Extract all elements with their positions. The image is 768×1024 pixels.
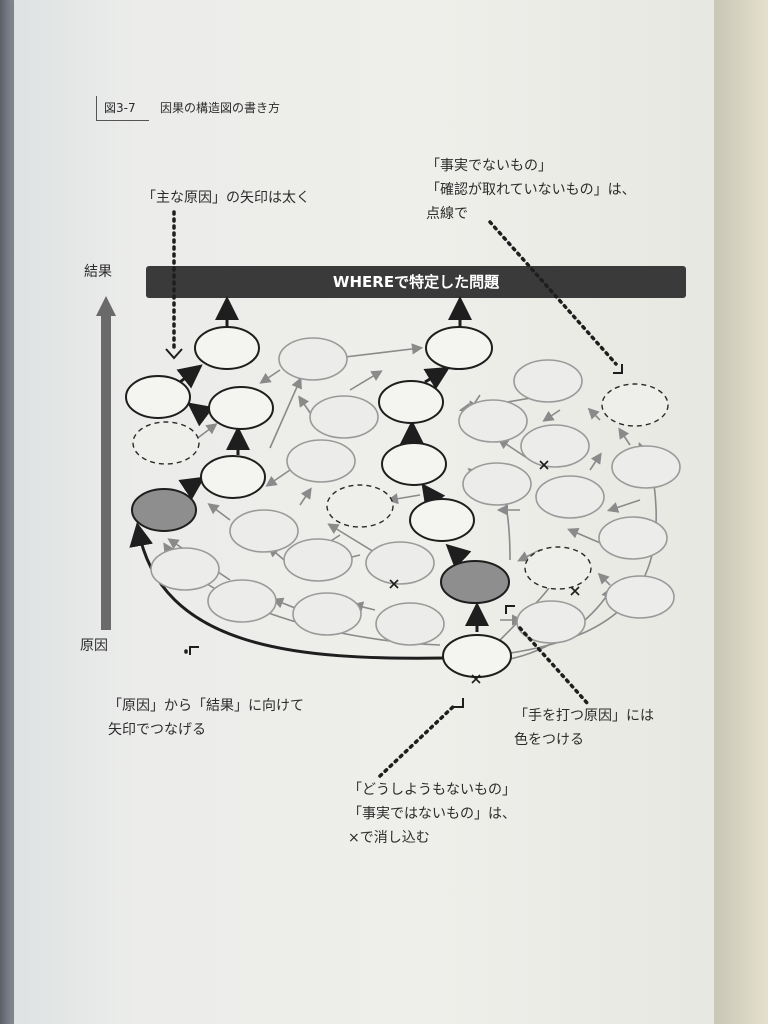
page-stack-edge xyxy=(714,0,768,1024)
pointer-head-connect xyxy=(189,646,199,655)
axis-top-label: 結果 xyxy=(84,264,112,280)
pointer-heads xyxy=(165,348,623,708)
annotation-cross-1: 「どうしようもないもの」 xyxy=(348,782,516,798)
cause-to-result-axis-arrow xyxy=(96,296,116,630)
figure-caption: 因果の構造図の書き方 xyxy=(160,101,281,115)
pointer-color xyxy=(518,626,590,706)
pointer-head-dashed xyxy=(613,364,623,374)
pointer-dashed-line xyxy=(488,220,618,366)
cross-mark xyxy=(471,674,481,684)
pointer-head-thick-arrow xyxy=(165,348,183,360)
pointer-head-cross xyxy=(454,698,464,708)
unconfirmed-nodes xyxy=(132,383,669,590)
annotation-dashed-line-2: 「確認が取れていないもの」は、 xyxy=(426,182,636,198)
annotation-dashed-line-1: 「事実でないもの」 xyxy=(426,158,552,174)
axis-bottom-label: 原因 xyxy=(80,638,108,654)
annotation-pointers xyxy=(172,210,618,778)
cross-mark xyxy=(539,460,549,470)
book-spine-shadow xyxy=(0,0,14,1024)
annotation-cross-3: ×で消し込む xyxy=(348,830,430,846)
pointer-head-color xyxy=(505,605,515,614)
problem-banner-label: WHEREで特定した問題 xyxy=(333,273,500,291)
figure-number: 図3-7 xyxy=(104,101,136,115)
annotation-color-2: 色をつける xyxy=(514,732,584,748)
annotation-color-1: 「手を打つ原因」には xyxy=(514,708,654,724)
annotation-connect-1: 「原因」から「結果」に向けて xyxy=(108,698,304,714)
annotation-thick-arrow: 「主な原因」の矢印は太く xyxy=(142,190,310,206)
cross-mark xyxy=(389,579,399,589)
action-cause-nodes xyxy=(131,488,510,604)
figure-number-bracket xyxy=(96,96,149,121)
problem-banner: WHEREで特定した問題 xyxy=(146,266,686,298)
cross-mark xyxy=(570,586,580,596)
annotation-connect-2: 矢印でつなげる xyxy=(108,722,206,738)
pointer-cross xyxy=(378,702,458,778)
cross-marks xyxy=(389,460,580,684)
annotation-dashed-line-3: 点線で xyxy=(426,206,468,222)
annotation-cross-2: 「事実ではないもの」は、 xyxy=(348,806,516,822)
main-nodes xyxy=(125,326,512,678)
faded-nodes xyxy=(150,337,681,646)
